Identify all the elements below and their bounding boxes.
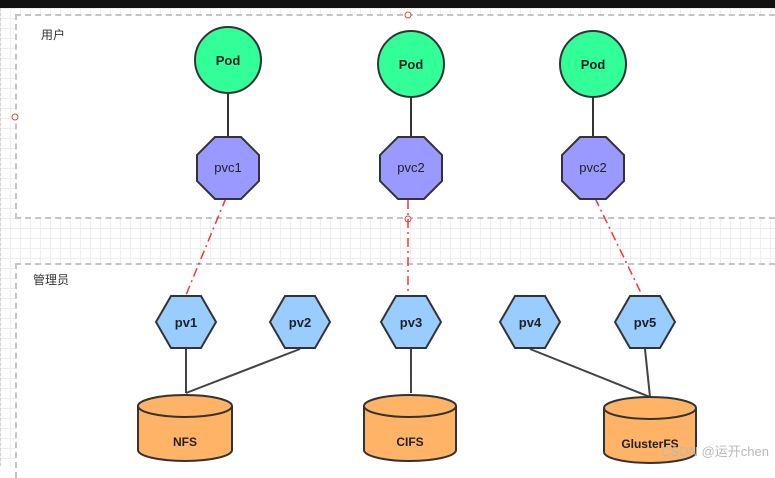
storage-cylinder-nfs[interactable]: NFS — [137, 394, 233, 462]
pv-label: pv5 — [634, 315, 656, 330]
pv-node[interactable]: pv3 — [379, 295, 443, 349]
pvc-pv-binding-line[interactable] — [594, 197, 643, 296]
pod-label: Pod — [399, 57, 424, 72]
pv-node[interactable]: pv5 — [613, 295, 677, 349]
pvc-node[interactable]: pvc2 — [379, 136, 443, 200]
pv-node[interactable]: pv4 — [498, 295, 562, 349]
pvc-label: pvc2 — [579, 160, 606, 175]
pv-label: pv2 — [289, 315, 311, 330]
storage-label: NFS — [173, 435, 197, 449]
pv-storage-connector[interactable] — [529, 348, 651, 398]
pvc-node[interactable]: pvc1 — [196, 136, 260, 200]
admin-group-label: 管理员 — [33, 273, 70, 287]
csdn-watermark: CSDN @运开chen — [661, 444, 769, 459]
pvc-node[interactable]: pvc2 — [561, 136, 625, 200]
pod-node[interactable]: Pod — [559, 30, 627, 98]
pod-label: Pod — [581, 57, 606, 72]
pod-label: Pod — [216, 53, 241, 68]
pv-label: pv3 — [400, 315, 422, 330]
pv-node[interactable]: pv1 — [154, 295, 218, 349]
pod-node[interactable]: Pod — [194, 26, 262, 94]
pv-storage-connector[interactable] — [185, 348, 301, 394]
storage-label: GlusterFS — [621, 437, 678, 451]
storage-cylinder-cifs[interactable]: CIFS — [363, 394, 457, 462]
pv-label: pv4 — [519, 315, 542, 330]
pvc-label: pvc1 — [214, 160, 241, 175]
storage-diagram: Pod Pod Pod pvc1 pvc2 pvc2 pv1 pv2 pv3 p… — [11, 11, 697, 464]
pod-node[interactable]: Pod — [377, 30, 445, 98]
storage-cylinder-glusterfs[interactable]: GlusterFS — [603, 396, 697, 464]
canvas-left-guide — [0, 8, 2, 466]
pv-label: pv1 — [175, 315, 197, 330]
top-bar — [0, 0, 775, 8]
user-group-label: 用户 — [41, 28, 66, 42]
selection-handle-left[interactable] — [11, 113, 19, 121]
pvc-label: pvc2 — [397, 160, 424, 175]
pv-storage-connector[interactable] — [644, 348, 651, 398]
storage-label: CIFS — [396, 435, 423, 449]
selection-handle-top[interactable] — [404, 11, 412, 19]
pv-node[interactable]: pv2 — [268, 295, 332, 349]
pvc-pv-binding-line[interactable] — [185, 197, 227, 296]
